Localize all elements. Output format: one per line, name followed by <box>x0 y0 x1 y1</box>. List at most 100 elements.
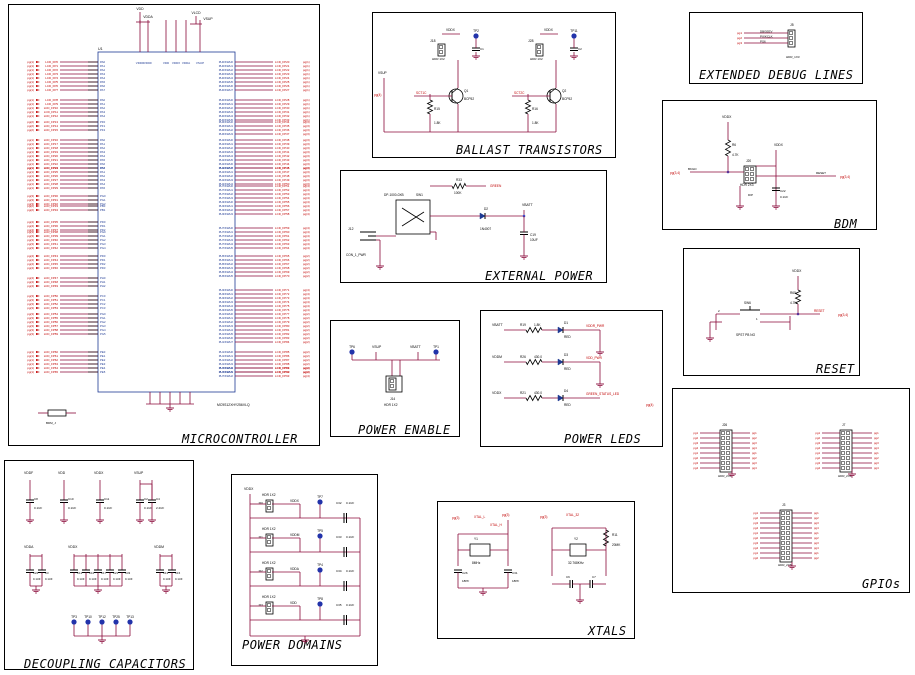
svg-text:PA5: PA5 <box>100 158 106 162</box>
svg-text:LCD_FP82: LCD_FP82 <box>275 332 290 336</box>
svg-text:PH6/KWH1: PH6/KWH1 <box>219 124 234 128</box>
svg-text:pg(4): pg(4) <box>303 308 310 312</box>
svg-text:LCD_FP85: LCD_FP85 <box>275 350 290 354</box>
svg-text:pg(3): pg(3) <box>27 320 34 324</box>
svg-text:J22: J22 <box>258 569 263 573</box>
svg-text:LCD_FP92: LCD_FP92 <box>275 370 290 374</box>
svg-text:PH5/KWH4: PH5/KWH4 <box>219 270 234 274</box>
svg-text:PD3: PD3 <box>100 266 106 270</box>
svg-text:pg(1): pg(1) <box>27 80 34 84</box>
svg-text:TP5: TP5 <box>317 529 323 533</box>
svg-text:LCD_FP24: LCD_FP24 <box>275 76 290 80</box>
svg-text:pg(3): pg(3) <box>303 128 310 132</box>
svg-text:C21: C21 <box>113 571 119 575</box>
svg-text:LCD_FP44: LCD_FP44 <box>275 162 290 166</box>
svg-text:pg(4): pg(4) <box>27 280 34 284</box>
svg-text:LCD_FP32: LCD_FP32 <box>275 114 290 118</box>
svg-text:C12: C12 <box>77 571 83 575</box>
svg-text:pg(2): pg(2) <box>27 128 34 132</box>
svg-text:LCD_FP22: LCD_FP22 <box>275 68 290 72</box>
svg-text:pg(1): pg(1) <box>303 80 310 84</box>
svg-text:pg(1): pg(1) <box>303 114 310 118</box>
svg-text:pg(2): pg(2) <box>303 370 310 374</box>
svg-text:LCD_FP51: LCD_FP51 <box>275 184 290 188</box>
svg-text:PH3/KWH3: PH3/KWH3 <box>219 212 234 216</box>
svg-text:PA1: PA1 <box>100 102 106 106</box>
svg-text:pg(1): pg(1) <box>27 98 34 102</box>
svg-text:PA2: PA2 <box>100 146 106 150</box>
svg-text:LCD_FP63: LCD_FP63 <box>275 242 290 246</box>
svg-text:0.1UF: 0.1UF <box>77 577 85 581</box>
svg-text:VSUP: VSUP <box>203 17 213 21</box>
bdm-title: BDM <box>834 217 858 231</box>
svg-text:0.1UF: 0.1UF <box>104 506 112 510</box>
svg-text:VDDM: VDDM <box>154 545 164 549</box>
svg-text:PH7/KWH1: PH7/KWH1 <box>219 230 234 234</box>
svg-text:LCD_FP57: LCD_FP57 <box>44 324 59 328</box>
svg-text:pg(1): pg(1) <box>27 60 34 64</box>
svg-text:pg1: pg1 <box>753 531 758 535</box>
svg-text:VSUP: VSUP <box>134 471 144 475</box>
svg-text:PA3: PA3 <box>100 178 106 182</box>
svg-text:CON_1_PWR: CON_1_PWR <box>346 253 367 257</box>
svg-text:LCD_FP5: LCD_FP5 <box>45 80 58 84</box>
svg-text:pg(3): pg(3) <box>303 124 310 128</box>
svg-text:PA1: PA1 <box>100 142 106 146</box>
svg-text:LCD_FP28: LCD_FP28 <box>44 182 59 186</box>
svg-text:pg(1): pg(1) <box>27 366 34 370</box>
svg-text:pg(2): pg(2) <box>27 124 34 128</box>
reset-block <box>683 248 860 376</box>
svg-text:LCD_FP65: LCD_FP65 <box>275 254 290 258</box>
svg-text:pg(4): pg(4) <box>303 184 310 188</box>
svg-text:PH2/KWH2: PH2/KWH2 <box>219 146 234 150</box>
gpios-title: GPIOs <box>862 577 901 591</box>
svg-text:GREEN: GREEN <box>490 184 502 188</box>
svg-text:PE0: PE0 <box>100 350 106 354</box>
svg-text:pg(3): pg(3) <box>303 120 310 124</box>
svg-text:LCD_FP0: LCD_FP0 <box>45 60 58 64</box>
svg-text:pg(4): pg(4) <box>27 258 34 262</box>
svg-text:pg(2): pg(2) <box>303 362 310 366</box>
svg-text:pg2: pg2 <box>752 456 757 460</box>
svg-text:PH7/KWH2: PH7/KWH2 <box>219 374 234 378</box>
svg-text:PH0/KWH4: PH0/KWH4 <box>219 76 234 80</box>
svg-text:LCD_FP61: LCD_FP61 <box>275 234 290 238</box>
svg-text:pg2: pg2 <box>815 456 820 460</box>
svg-text:VDDF: VDDF <box>144 61 152 65</box>
svg-text:10UF: 10UF <box>530 238 538 242</box>
svg-text:pg3: pg3 <box>753 541 758 545</box>
svg-text:pg(3): pg(3) <box>303 138 310 142</box>
svg-text:RESET: RESET <box>816 171 826 175</box>
svg-text:pg(2): pg(2) <box>303 320 310 324</box>
svg-text:pg1: pg1 <box>815 451 820 455</box>
svg-text:pg(2): pg(2) <box>303 366 310 370</box>
external-power-block <box>340 170 607 283</box>
power-leds-block <box>480 310 663 447</box>
svg-text:pg(3): pg(3) <box>540 515 547 519</box>
svg-text:VDDF: VDDF <box>24 471 33 475</box>
svg-text:pg(1): pg(1) <box>303 88 310 92</box>
svg-text:LCD_FP37: LCD_FP37 <box>275 132 290 136</box>
svg-text:XTAL_32: XTAL_32 <box>566 513 579 517</box>
svg-text:LCD_FP15: LCD_FP15 <box>44 128 59 132</box>
svg-text:PD2: PD2 <box>100 262 106 266</box>
svg-text:RED: RED <box>564 367 571 371</box>
svg-text:Q1: Q1 <box>464 89 468 93</box>
svg-text:C15: C15 <box>175 571 181 575</box>
svg-text:PH0/KWH3: PH0/KWH3 <box>219 72 234 76</box>
svg-text:PS6: PS6 <box>760 40 766 44</box>
svg-text:0.1UF: 0.1UF <box>68 506 76 510</box>
svg-text:VDDA: VDDA <box>143 15 153 19</box>
svg-text:pg(1): pg(1) <box>303 76 310 80</box>
svg-text:VLCD: VLCD <box>191 11 201 15</box>
svg-text:pg(3): pg(3) <box>303 142 310 146</box>
svg-text:TP25: TP25 <box>112 615 120 619</box>
svg-text:LCD_FP22: LCD_FP22 <box>44 162 59 166</box>
svg-text:LCD_FP81: LCD_FP81 <box>275 328 290 332</box>
svg-text:VDDR_PWR: VDDR_PWR <box>586 324 605 328</box>
svg-text:LCD_FP56: LCD_FP56 <box>275 204 290 208</box>
